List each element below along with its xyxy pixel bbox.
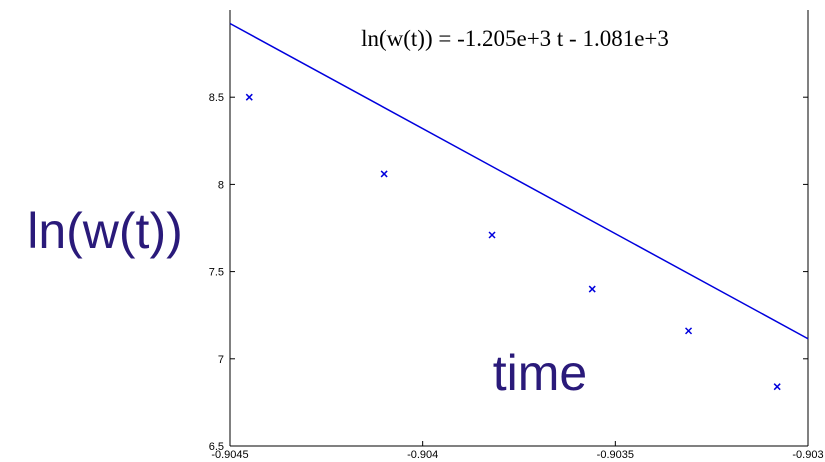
data-point — [245, 93, 253, 101]
y-tick-label: 8 — [218, 179, 224, 191]
x-tick-label: -0.9045 — [211, 449, 248, 461]
data-point-stroke-b — [245, 93, 253, 101]
y-tick-label: 6.5 — [209, 441, 224, 453]
data-point-stroke-b — [488, 231, 496, 239]
data-point — [773, 383, 781, 391]
x-tick-label: -0.9035 — [597, 449, 634, 461]
x-tick-label: -0.904 — [407, 449, 438, 461]
y-tick-label: 7 — [218, 354, 224, 366]
fit-line — [229, 22, 809, 340]
tick-labels: 6.5 7 7.5 8 8.5 -0.9045 -0.904 -0.9035 -0.903 — [209, 92, 824, 461]
y-tick-label: 7.5 — [209, 267, 224, 279]
y-tick-label: 8.5 — [209, 92, 224, 104]
fit-equation-annotation: ln(w(t)) = -1.205e+3 t - 1.081e+3 — [361, 26, 669, 51]
data-point — [380, 170, 388, 178]
data-point-stroke-b — [588, 285, 596, 293]
data-point-stroke-b — [685, 327, 693, 335]
data-point — [488, 231, 496, 239]
y-axis-label: ln(w(t)) — [27, 203, 183, 259]
axes — [229, 10, 809, 447]
x-axis-label: time — [493, 345, 587, 401]
x-tick-label: -0.903 — [792, 449, 823, 461]
data-point-stroke-b — [773, 383, 781, 391]
data-point — [685, 327, 693, 335]
data-point — [588, 285, 596, 293]
data-points — [245, 93, 781, 391]
data-point-stroke-b — [380, 170, 388, 178]
tick-marks — [229, 96, 809, 447]
